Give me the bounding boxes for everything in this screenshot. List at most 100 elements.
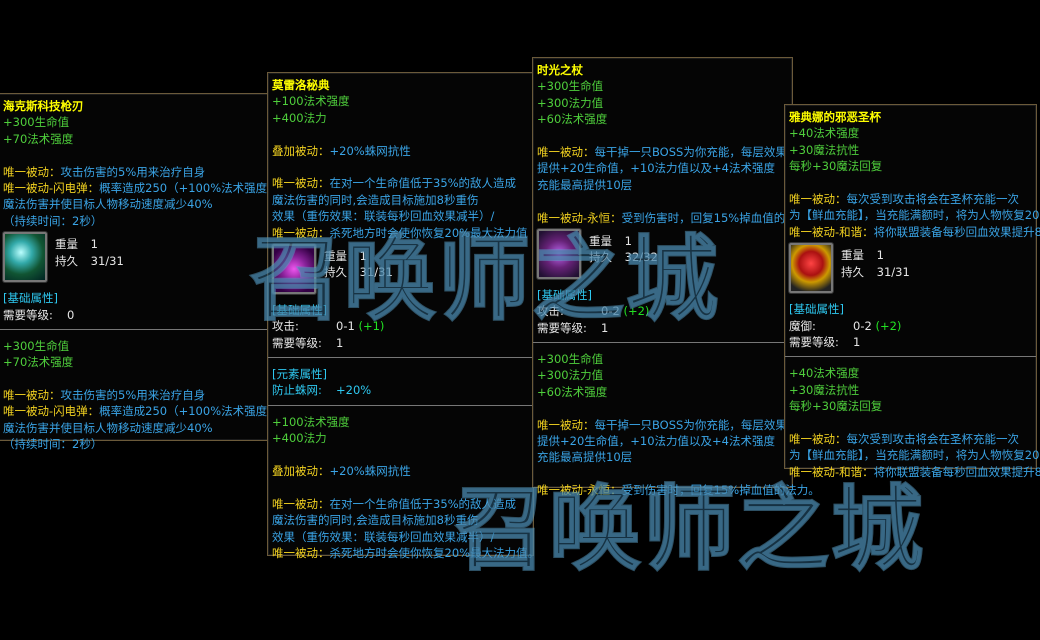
item-tooltip-rod-of-ages: 时光之杖+300生命值+300法力值+60法术强度唯一被动：每干掉一只BOSS为… xyxy=(532,57,820,497)
compare-line: +60法术强度 xyxy=(537,384,788,400)
weight-value: 1 xyxy=(359,248,367,263)
text-segment: 1 xyxy=(853,334,861,349)
tome-icon[interactable] xyxy=(272,243,316,294)
compare-line: +400法力 xyxy=(272,430,529,446)
weight-row: 重量 1 xyxy=(841,247,910,263)
compare-line xyxy=(537,466,788,482)
basic-attributes: [基础属性]攻击:0-1 (+1)需要等级:1 xyxy=(272,302,529,351)
compare-line: +40法术强度 xyxy=(789,365,1032,381)
element-attributes: [元素属性]防止蛛网:+20% xyxy=(272,366,529,399)
compare-line: 唯一被动：攻击伤害的5%用来治疗自身 xyxy=(3,387,265,403)
stat-line: +40法术强度 xyxy=(789,125,1032,141)
text-segment: +40法术强度 xyxy=(789,366,860,381)
text-segment: 提供+20生命值，+10法力值以及+4法术强度 xyxy=(537,434,775,449)
text-segment: 防止蛛网: xyxy=(272,383,322,398)
stat-line: 为【鲜血充能】，当充能满额时，将为人物恢复20%血里 xyxy=(789,207,1040,223)
durability-row: 持久 31/31 xyxy=(324,264,393,280)
text-segment: 唯一被动： xyxy=(3,164,61,179)
compare-line: 唯一被动-永恒：受到伤害时，回复15%掉血值的法力。 xyxy=(537,482,820,498)
text-segment: 杀死地方时会使你恢复20%最大法力值 xyxy=(329,225,528,240)
text-segment: 为【鲜血充能】，当充能满额时，将为人物恢复20%血里 xyxy=(789,448,1040,463)
text-segment: +30魔法抗性 xyxy=(789,142,860,157)
stat-line: 唯一被动-闪电弹：概率造成250（+100%法术强度） xyxy=(3,180,279,196)
text-segment: 唯一被动： xyxy=(3,388,61,403)
text-segment: 魔法伤害并使目标人物移动速度减少40% xyxy=(3,197,213,212)
text-segment: 每干掉一只BOSS为你充能，每层效果 xyxy=(594,144,787,159)
stat-line: +300法力值 xyxy=(537,95,788,111)
text-segment: 攻击伤害的5%用来治疗自身 xyxy=(60,388,206,403)
stat-line: 充能最高提供10层 xyxy=(537,177,788,193)
attr-line: [基础属性] xyxy=(537,287,788,303)
durability-value: 31/31 xyxy=(359,265,393,280)
compare-line: 唯一被动：杀死地方时会使你恢复20%最大法力值。 xyxy=(272,545,539,561)
text-segment: （持续时间：2秒） xyxy=(3,213,103,228)
stat-line: 叠加被动：+20%蛛网抗性 xyxy=(272,143,529,159)
weight-label: 重量 xyxy=(324,248,347,263)
text-segment: （持续时间：2秒） xyxy=(3,437,103,452)
stat-line: 唯一被动：每干掉一只BOSS为你充能，每层效果 xyxy=(537,144,788,160)
text-segment: 需要等级: xyxy=(272,335,322,350)
basic-attributes: [基础属性]魔御:0-2 (+2)需要等级:1 xyxy=(789,301,1032,350)
compare-line xyxy=(272,447,529,463)
divider xyxy=(0,328,269,330)
text-segment: 魔法伤害的同时,会造成目标施加8秒重伤 xyxy=(272,192,479,207)
divider xyxy=(268,404,533,406)
compare-line: +300法力值 xyxy=(537,367,788,383)
text-segment: 为【鲜血充能】，当充能满额时，将为人物恢复20%血里 xyxy=(789,208,1040,223)
text-segment: 受到伤害时，回复15%掉血值的法力。 xyxy=(621,483,820,498)
staff-icon[interactable] xyxy=(537,228,581,279)
text-segment: +300法力值 xyxy=(537,95,604,110)
compare-line: 提供+20生命值，+10法力值以及+4法术强度 xyxy=(537,433,788,449)
text-segment: +20%蛛网抗性 xyxy=(329,464,411,479)
item-tooltip-morellonomicon: 莫雷洛秘典+100法术强度+400法力叠加被动：+20%蛛网抗性唯一被动：在对一… xyxy=(267,72,539,560)
text-segment: +20%蛛网抗性 xyxy=(329,143,411,158)
stat-line: +400法力 xyxy=(272,110,529,126)
text-segment: 攻击: xyxy=(537,304,564,319)
gunblade-icon[interactable] xyxy=(3,232,47,283)
text-segment: 0 xyxy=(67,307,75,322)
compare-line: +30魔法抗性 xyxy=(789,382,1032,398)
stat-line: 效果（重伤效果：联装每秒回血效果减半）/ xyxy=(272,208,529,224)
weight-row: 重量 1 xyxy=(324,248,393,264)
text-segment: (+2) xyxy=(875,318,902,333)
attr-line: 魔御:0-2 (+2) xyxy=(789,318,1032,334)
weight-label: 重量 xyxy=(55,237,78,252)
stat-line: 唯一被动：攻击伤害的5%用来治疗自身 xyxy=(3,164,265,180)
compare-line: 为【鲜血充能】，当充能满额时，将为人物恢复20%血里 xyxy=(789,447,1040,463)
text-segment: 每次受到攻击将会在圣杯充能一次 xyxy=(846,431,1020,446)
text-segment: +300生命值 xyxy=(3,338,70,353)
compare-line: +300生命值 xyxy=(537,351,788,367)
weight-label: 重量 xyxy=(589,233,612,248)
compare-line xyxy=(272,479,529,495)
stat-line: 唯一被动：在对一个生命值低于35%的敌人造成 xyxy=(272,175,529,191)
text-segment: 唯一被动： xyxy=(272,496,330,511)
durability-value: 32/32 xyxy=(624,250,658,265)
text-segment: +20% xyxy=(336,383,372,398)
text-segment: (+1) xyxy=(358,319,385,334)
text-segment: 唯一被动-闪电弹： xyxy=(3,404,100,419)
text-segment: 需要等级: xyxy=(3,307,53,322)
text-segment: 唯一被动： xyxy=(537,417,595,432)
text-segment: +100法术强度 xyxy=(272,414,350,429)
text-segment: 效果（重伤效果：联装每秒回血效果减半）/ xyxy=(272,529,495,544)
attr-line: [基础属性] xyxy=(789,301,1032,317)
compare-line: 充能最高提供10层 xyxy=(537,449,788,465)
item-title: 莫雷洛秘典 xyxy=(272,78,330,92)
text-segment: 效果（重伤效果：联装每秒回血效果减半）/ xyxy=(272,209,495,224)
weight-label: 重量 xyxy=(841,248,864,263)
chalice-icon[interactable] xyxy=(789,243,833,294)
text-segment: 唯一被动： xyxy=(272,545,330,560)
text-segment: +100法术强度 xyxy=(272,94,350,109)
text-segment: +400法力 xyxy=(272,110,327,125)
weight-value: 1 xyxy=(90,237,98,252)
stat-line: 提供+20生命值，+10法力值以及+4法术强度 xyxy=(537,160,788,176)
durability-row: 持久 31/31 xyxy=(55,253,124,269)
compare-line: +70法术强度 xyxy=(3,354,265,370)
compare-line: 唯一被动：每干掉一只BOSS为你充能，每层效果 xyxy=(537,417,788,433)
compare-line: 叠加被动：+20%蛛网抗性 xyxy=(272,463,529,479)
